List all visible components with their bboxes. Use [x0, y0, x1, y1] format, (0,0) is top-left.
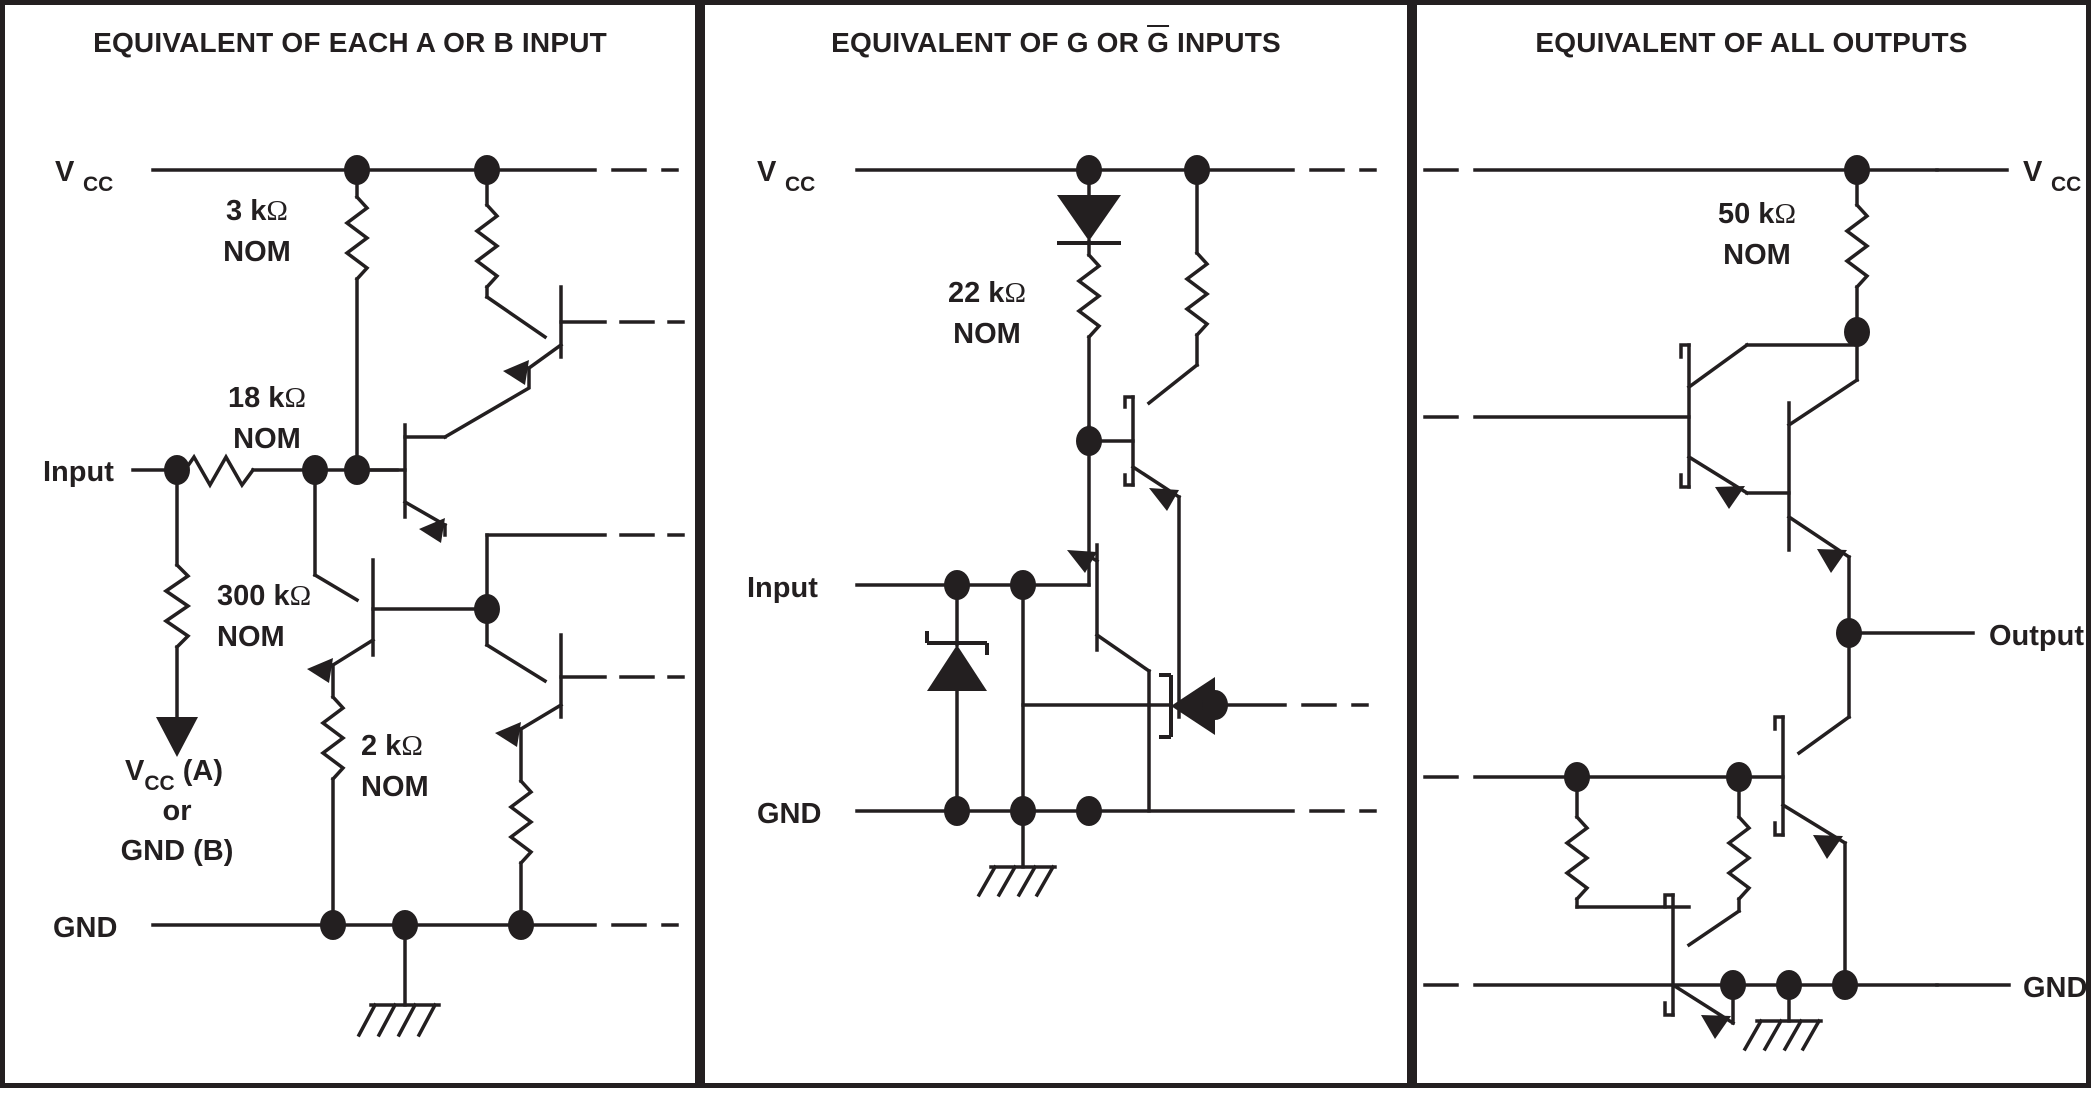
arrow-note-line2: or	[163, 795, 192, 827]
resistor-300k-value: 300 kΩ	[217, 580, 311, 612]
transistor-arrow	[503, 360, 529, 385]
transistor-arrow	[1813, 835, 1843, 859]
panel-b-title-pre: EQUIVALENT OF G OR	[831, 27, 1148, 58]
transistor-arrow	[1067, 550, 1097, 573]
resistor-300k-nom: NOM	[217, 621, 285, 653]
panel-a-schematic: V CC Input GND 3 kΩ NOM 18 kΩ NOM 300 kΩ…	[43, 155, 685, 1038]
arrow-note-line3: GND (B)	[121, 835, 234, 867]
zener-diode-input	[927, 645, 987, 691]
transistor-arrow	[495, 722, 521, 747]
resistor-2k-nom: NOM	[361, 771, 429, 803]
vcc-label-c-sub: CC	[2051, 173, 2081, 196]
panel-b-schematic: V CC Input GND 22 kΩ NOM	[747, 155, 1377, 898]
transistor-arrow	[1715, 486, 1745, 509]
zener-diode-output	[1171, 677, 1215, 735]
resistor-22k-value: 22 kΩ	[948, 277, 1026, 309]
panel-c-schematic: V CC Output GND 50 kΩ NOM	[1423, 155, 2087, 1052]
transistor-arrow	[1817, 549, 1847, 573]
resistor-50k-nom: NOM	[1723, 239, 1791, 271]
panel-equivalent-of-g-or-gbar-inputs: EQUIVALENT OF G OR G INPUTS	[700, 0, 1412, 1088]
gnd-label-c: GND	[2023, 972, 2087, 1004]
panel-b-title-post: INPUTS	[1169, 27, 1281, 58]
panel-a-title: EQUIVALENT OF EACH A OR B INPUT	[93, 27, 607, 58]
output-label-c: Output	[1989, 620, 2084, 652]
junction-dots	[164, 155, 534, 940]
input-label-b: Input	[747, 572, 818, 604]
supply-arrow	[156, 717, 198, 757]
panel-c-title: EQUIVALENT OF ALL OUTPUTS	[1535, 27, 1968, 58]
transistor-arrow	[307, 658, 333, 683]
resistor-2k-value: 2 kΩ	[361, 730, 423, 762]
junction-dots	[944, 155, 1228, 826]
vcc-label-c: V	[2023, 156, 2043, 188]
zener-diode-vcc	[1057, 195, 1121, 241]
vcc-label-b-sub: CC	[785, 173, 815, 196]
resistor-3k-nom: NOM	[223, 236, 291, 268]
resistor-22k-nom: NOM	[953, 318, 1021, 350]
vcc-label-a: V	[55, 156, 75, 188]
vcc-label-a-sub: CC	[83, 173, 113, 196]
transistor-arrow	[1149, 488, 1179, 511]
zener-diode-output-bar	[1159, 673, 1173, 739]
transistor-arrow	[419, 518, 445, 543]
panel-b-title: EQUIVALENT OF G OR G INPUTS	[705, 27, 1407, 59]
zener-diode-input-bar	[925, 631, 989, 655]
resistor-50k-value: 50 kΩ	[1718, 198, 1796, 230]
junction-dots	[1564, 155, 1870, 1000]
transistor-arrow	[1701, 1015, 1731, 1039]
resistor-3k-value: 3 kΩ	[226, 195, 288, 227]
resistor-18k-value: 18 kΩ	[228, 382, 306, 414]
panel-equivalent-of-all-outputs: EQUIVALENT OF ALL OUTPUTS	[1412, 0, 2091, 1088]
gnd-label-a: GND	[53, 912, 117, 944]
arrow-note-line1: VCC (A)	[125, 755, 223, 795]
panel-equivalent-of-each-a-or-b-input: EQUIVALENT OF EACH A OR B INPUT	[0, 0, 700, 1088]
resistor-18k-nom: NOM	[233, 423, 301, 455]
panel-b-title-overbar: G	[1147, 27, 1170, 58]
input-label-a: Input	[43, 456, 114, 488]
vcc-label-b: V	[757, 156, 777, 188]
gnd-label-b: GND	[757, 798, 821, 830]
